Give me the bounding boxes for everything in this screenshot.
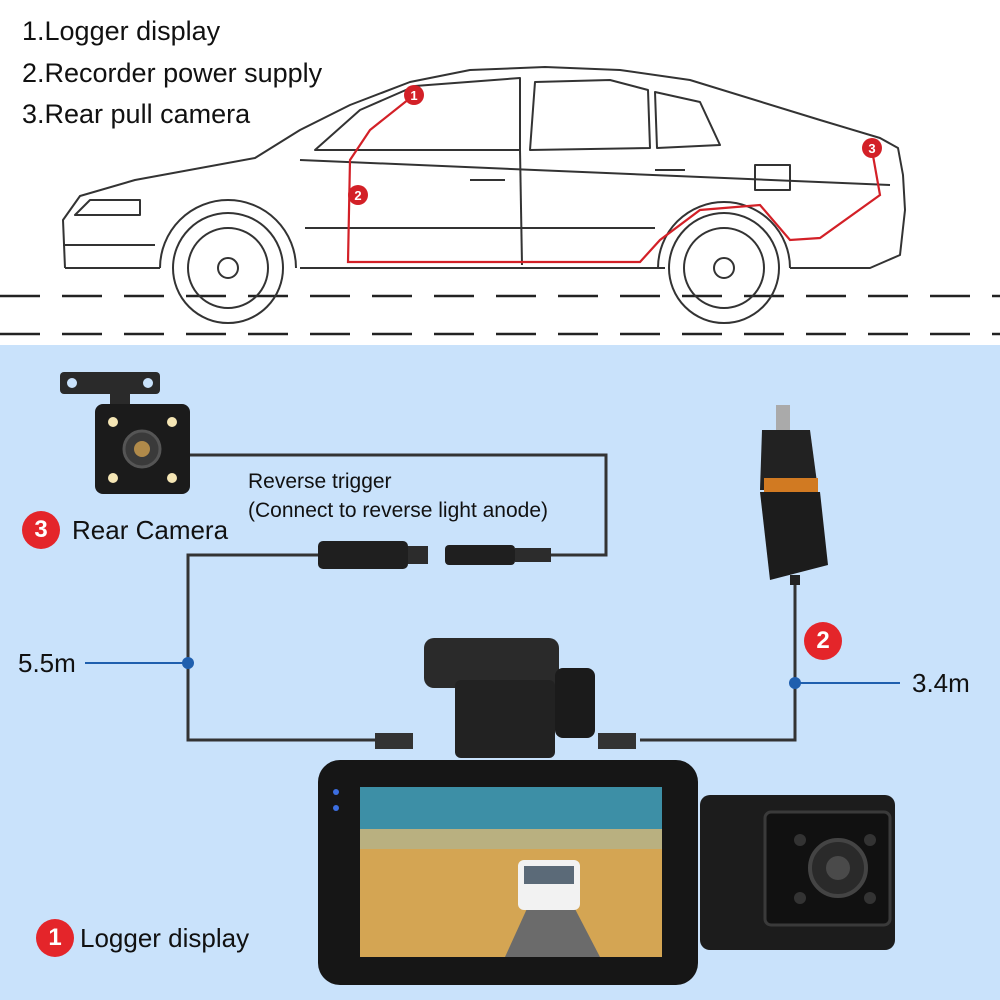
dashcam-body bbox=[318, 760, 895, 985]
power-cable-length: 3.4m bbox=[912, 668, 970, 698]
rear-wheel bbox=[668, 212, 780, 324]
car-marker-1: 1 bbox=[410, 88, 417, 103]
dashcam-mount bbox=[375, 638, 636, 758]
car-marker-2: 2 bbox=[354, 188, 361, 203]
rear-camera-label: Rear Camera bbox=[72, 515, 229, 545]
installation-overview-panel bbox=[0, 0, 1000, 345]
wiring-route bbox=[346, 94, 882, 264]
reverse-trigger-connector bbox=[318, 541, 551, 569]
car-outline bbox=[62, 66, 906, 269]
logger-display-number-badge: 1 bbox=[36, 919, 74, 957]
cables bbox=[186, 453, 797, 742]
legend-item-logger-display: 1.Logger display bbox=[22, 16, 221, 46]
callout-dot-rear bbox=[182, 657, 194, 669]
legend-item-rear-pull-camera: 3.Rear pull camera bbox=[22, 99, 251, 129]
reverse-trigger-note: (Connect to reverse light anode) bbox=[248, 499, 548, 522]
rear-cable-length: 5.5m bbox=[18, 648, 76, 678]
rear-camera-device bbox=[60, 372, 190, 494]
length-callouts bbox=[85, 662, 900, 684]
car-markers: 1 2 3 bbox=[348, 85, 882, 205]
front-wheel bbox=[172, 212, 284, 324]
power-number-badge: 2 bbox=[804, 622, 842, 660]
reverse-trigger-label: Reverse trigger bbox=[248, 470, 392, 493]
callout-dot-power bbox=[789, 677, 801, 689]
road-lines bbox=[0, 294, 1000, 336]
rear-camera-number-badge: 3 bbox=[22, 511, 60, 549]
legend-item-recorder-power-supply: 2.Recorder power supply bbox=[22, 58, 323, 88]
logger-display-label: Logger display bbox=[80, 923, 250, 953]
power-adapter-device bbox=[760, 405, 828, 585]
car-marker-3: 3 bbox=[868, 141, 875, 156]
